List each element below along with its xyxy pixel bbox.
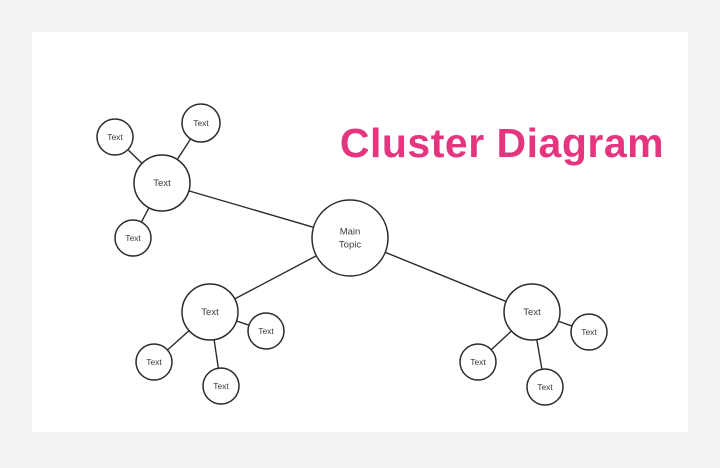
node-circle-leaf-3-3[interactable] — [570, 313, 608, 351]
edge-hub-3-to-leaf-3-2 — [536, 338, 543, 370]
node-circle-leaf-3-2[interactable] — [526, 368, 564, 406]
edge-hub-2-to-leaf-2-2 — [213, 339, 220, 369]
node-label-leaf-2-2: Text — [213, 381, 229, 391]
node-circle-main[interactable] — [311, 199, 389, 277]
node-hub-3[interactable]: Text — [503, 283, 561, 341]
node-circle-leaf-2-2[interactable] — [202, 367, 240, 405]
node-label-main-line1: Main — [340, 227, 361, 238]
cluster-diagram-canvas: MainTopicTextTextTextTextTextTextTextTex… — [96, 103, 608, 406]
edge-hub-1-to-leaf-1-2 — [176, 138, 192, 161]
node-circle-hub-1[interactable] — [133, 154, 191, 212]
node-hub-2[interactable]: Text — [181, 283, 239, 341]
node-layer: MainTopicTextTextTextTextTextTextTextTex… — [96, 103, 608, 406]
edge-hub-2-to-leaf-2-1 — [166, 329, 190, 351]
node-label-leaf-1-1: Text — [107, 132, 123, 142]
node-label-leaf-1-2: Text — [193, 118, 209, 128]
node-circle-leaf-1-1[interactable] — [96, 118, 134, 156]
node-leaf-1-2[interactable]: Text — [181, 103, 221, 143]
node-leaf-2-1[interactable]: Text — [135, 343, 173, 381]
node-leaf-3-2[interactable]: Text — [526, 368, 564, 406]
node-label-leaf-3-2: Text — [537, 382, 553, 392]
node-label-leaf-3-3: Text — [581, 327, 597, 337]
node-leaf-3-1[interactable]: Text — [459, 343, 497, 381]
edge-hub-3-to-leaf-3-3 — [557, 320, 573, 327]
node-circle-leaf-1-2[interactable] — [181, 103, 221, 143]
node-label-leaf-2-3: Text — [258, 326, 274, 336]
edge-hub-1-to-leaf-1-3 — [140, 207, 150, 223]
edge-main-to-hub-3 — [384, 251, 507, 303]
node-leaf-1-1[interactable]: Text — [96, 118, 134, 156]
edge-hub-1-to-leaf-1-1 — [127, 148, 143, 165]
node-circle-hub-3[interactable] — [503, 283, 561, 341]
node-circle-leaf-1-3[interactable] — [114, 219, 152, 257]
node-hub-1[interactable]: Text — [133, 154, 191, 212]
edge-main-to-hub-1 — [188, 190, 315, 229]
node-label-leaf-2-1: Text — [146, 357, 162, 367]
node-label-hub-2: Text — [201, 307, 219, 318]
page-title: Cluster Diagram — [339, 120, 665, 166]
node-leaf-2-2[interactable]: Text — [202, 367, 240, 405]
edge-hub-2-to-leaf-2-3 — [235, 320, 250, 326]
node-circle-leaf-2-1[interactable] — [135, 343, 173, 381]
node-label-main-line2: Topic — [339, 240, 361, 251]
edge-layer — [127, 138, 573, 370]
node-circle-leaf-2-3[interactable] — [247, 312, 285, 350]
node-label-leaf-1-3: Text — [125, 233, 141, 243]
node-leaf-3-3[interactable]: Text — [570, 313, 608, 351]
node-label-hub-3: Text — [523, 307, 541, 318]
node-leaf-1-3[interactable]: Text — [114, 219, 152, 257]
edge-main-to-hub-2 — [234, 255, 318, 300]
node-label-leaf-3-1: Text — [470, 357, 486, 367]
node-leaf-2-3[interactable]: Text — [247, 312, 285, 350]
edge-hub-3-to-leaf-3-1 — [490, 330, 513, 351]
node-circle-hub-2[interactable] — [181, 283, 239, 341]
node-circle-leaf-3-1[interactable] — [459, 343, 497, 381]
node-label-hub-1: Text — [153, 178, 171, 189]
